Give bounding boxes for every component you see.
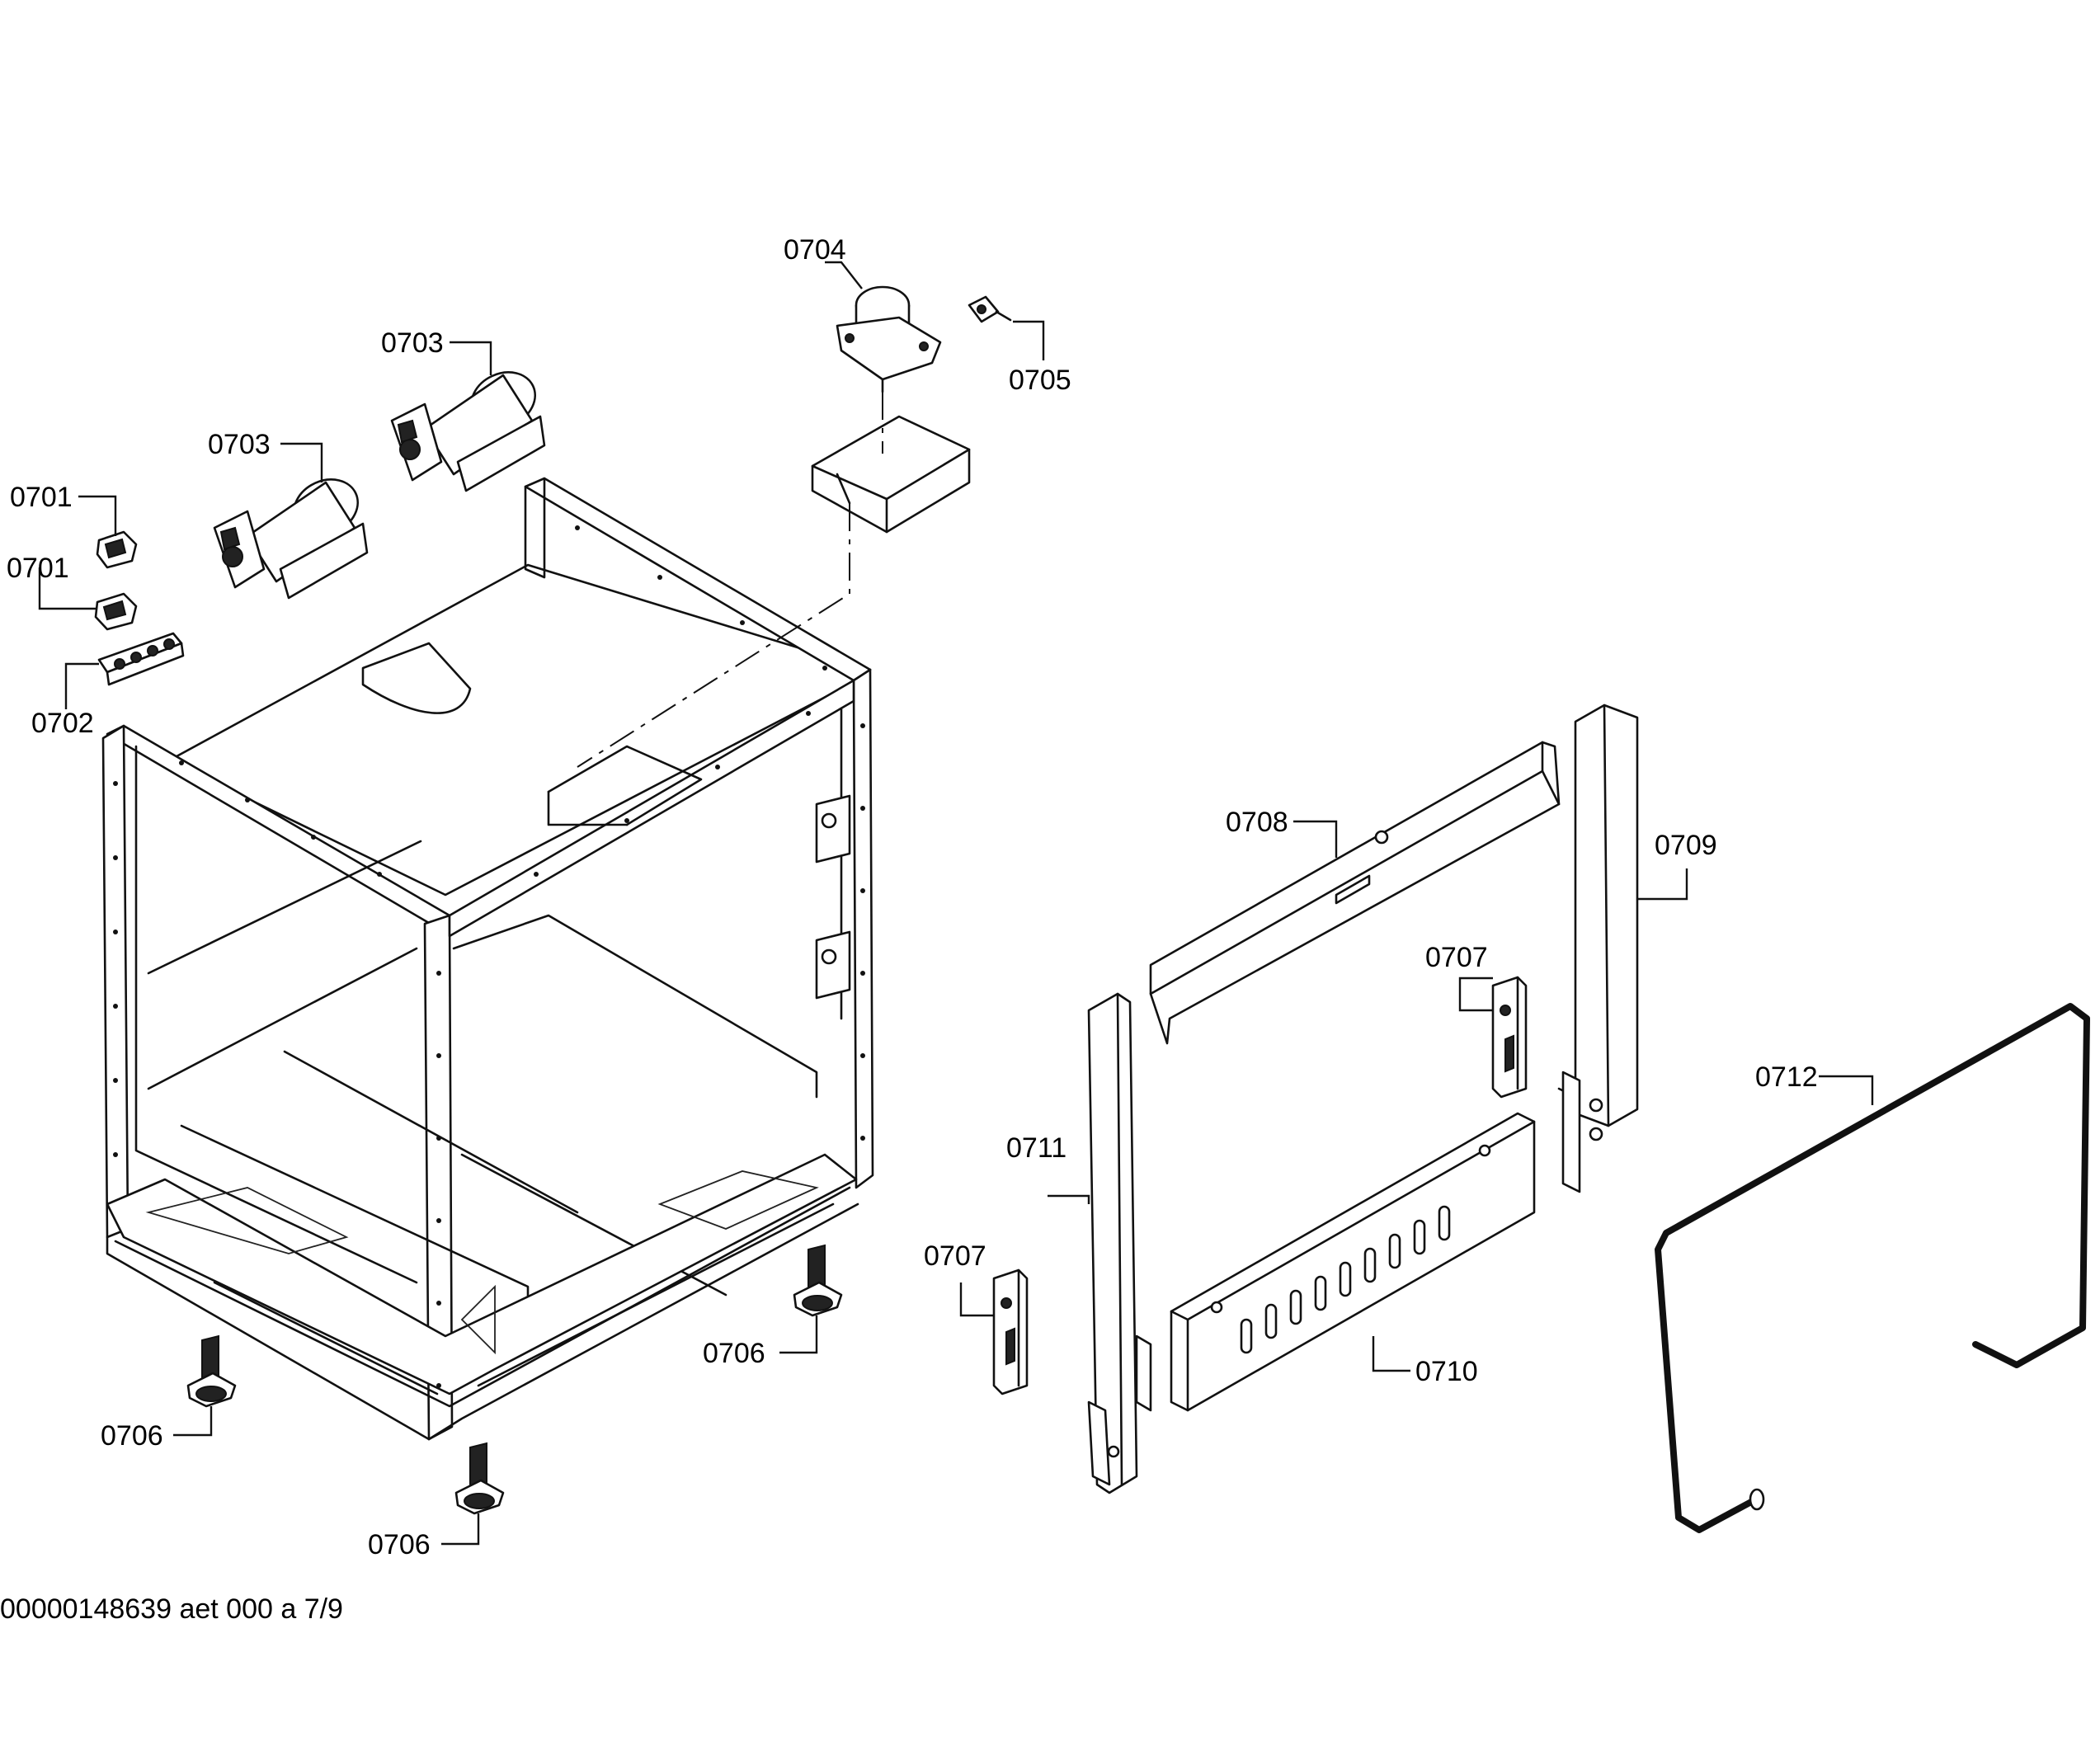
- label-0707-upper: 0707: [1425, 942, 1488, 973]
- door-handle-0712: [1655, 1003, 2090, 1533]
- label-0706-b: 0706: [703, 1338, 765, 1369]
- side-post-0709: [1557, 704, 1639, 1193]
- label-0703-a: 0703: [208, 429, 271, 460]
- label-0702: 0702: [31, 708, 94, 739]
- label-0701-b: 0701: [7, 553, 69, 584]
- motor-0704: [836, 285, 942, 393]
- frame-holes: [113, 525, 865, 1388]
- top-rail-0708: [1149, 741, 1561, 1045]
- label-0703-b: 0703: [381, 327, 444, 359]
- bottom-panel-0710: [1170, 1112, 1536, 1412]
- part-labels: 0701 0701 0702 0703 0703 0704 0705 0706 …: [7, 234, 1818, 1560]
- label-0705: 0705: [1009, 365, 1071, 396]
- leveling-foot-0706-a: [186, 1334, 237, 1408]
- side-post-0711: [1087, 992, 1152, 1494]
- label-0710: 0710: [1415, 1356, 1478, 1387]
- cabinet-frame: [101, 477, 874, 1441]
- leader-lines: [38, 261, 1874, 1546]
- label-0701-a: 0701: [10, 482, 73, 513]
- label-0709: 0709: [1655, 830, 1717, 861]
- motor-housing-box: [811, 415, 971, 534]
- assembly-axis-line: [577, 392, 883, 768]
- hinge-0707-upper: [1491, 976, 1528, 1099]
- switch-0701-a: [96, 530, 138, 569]
- sensor-0705: [968, 295, 1012, 323]
- vent-slots: [1240, 1205, 1451, 1354]
- drawing-reference-footer: 00000148639 aet 000 a 7/9: [0, 1593, 343, 1625]
- switch-0701-b: [94, 592, 138, 631]
- label-0708: 0708: [1226, 807, 1288, 838]
- label-0706-c: 0706: [368, 1529, 431, 1560]
- leveling-foot-0706-c: [454, 1442, 505, 1515]
- fan-motor-0703-right: [390, 371, 546, 492]
- label-0711: 0711: [1006, 1132, 1066, 1164]
- fan-motor-0703-left: [213, 478, 369, 600]
- leveling-foot-0706-b: [793, 1244, 843, 1317]
- label-0707-lower: 0707: [924, 1240, 986, 1272]
- label-0706-a: 0706: [101, 1420, 163, 1452]
- label-0704: 0704: [784, 234, 846, 266]
- hinge-0707-lower: [992, 1268, 1029, 1395]
- terminal-block-0702: [97, 632, 185, 686]
- label-0712: 0712: [1755, 1061, 1818, 1093]
